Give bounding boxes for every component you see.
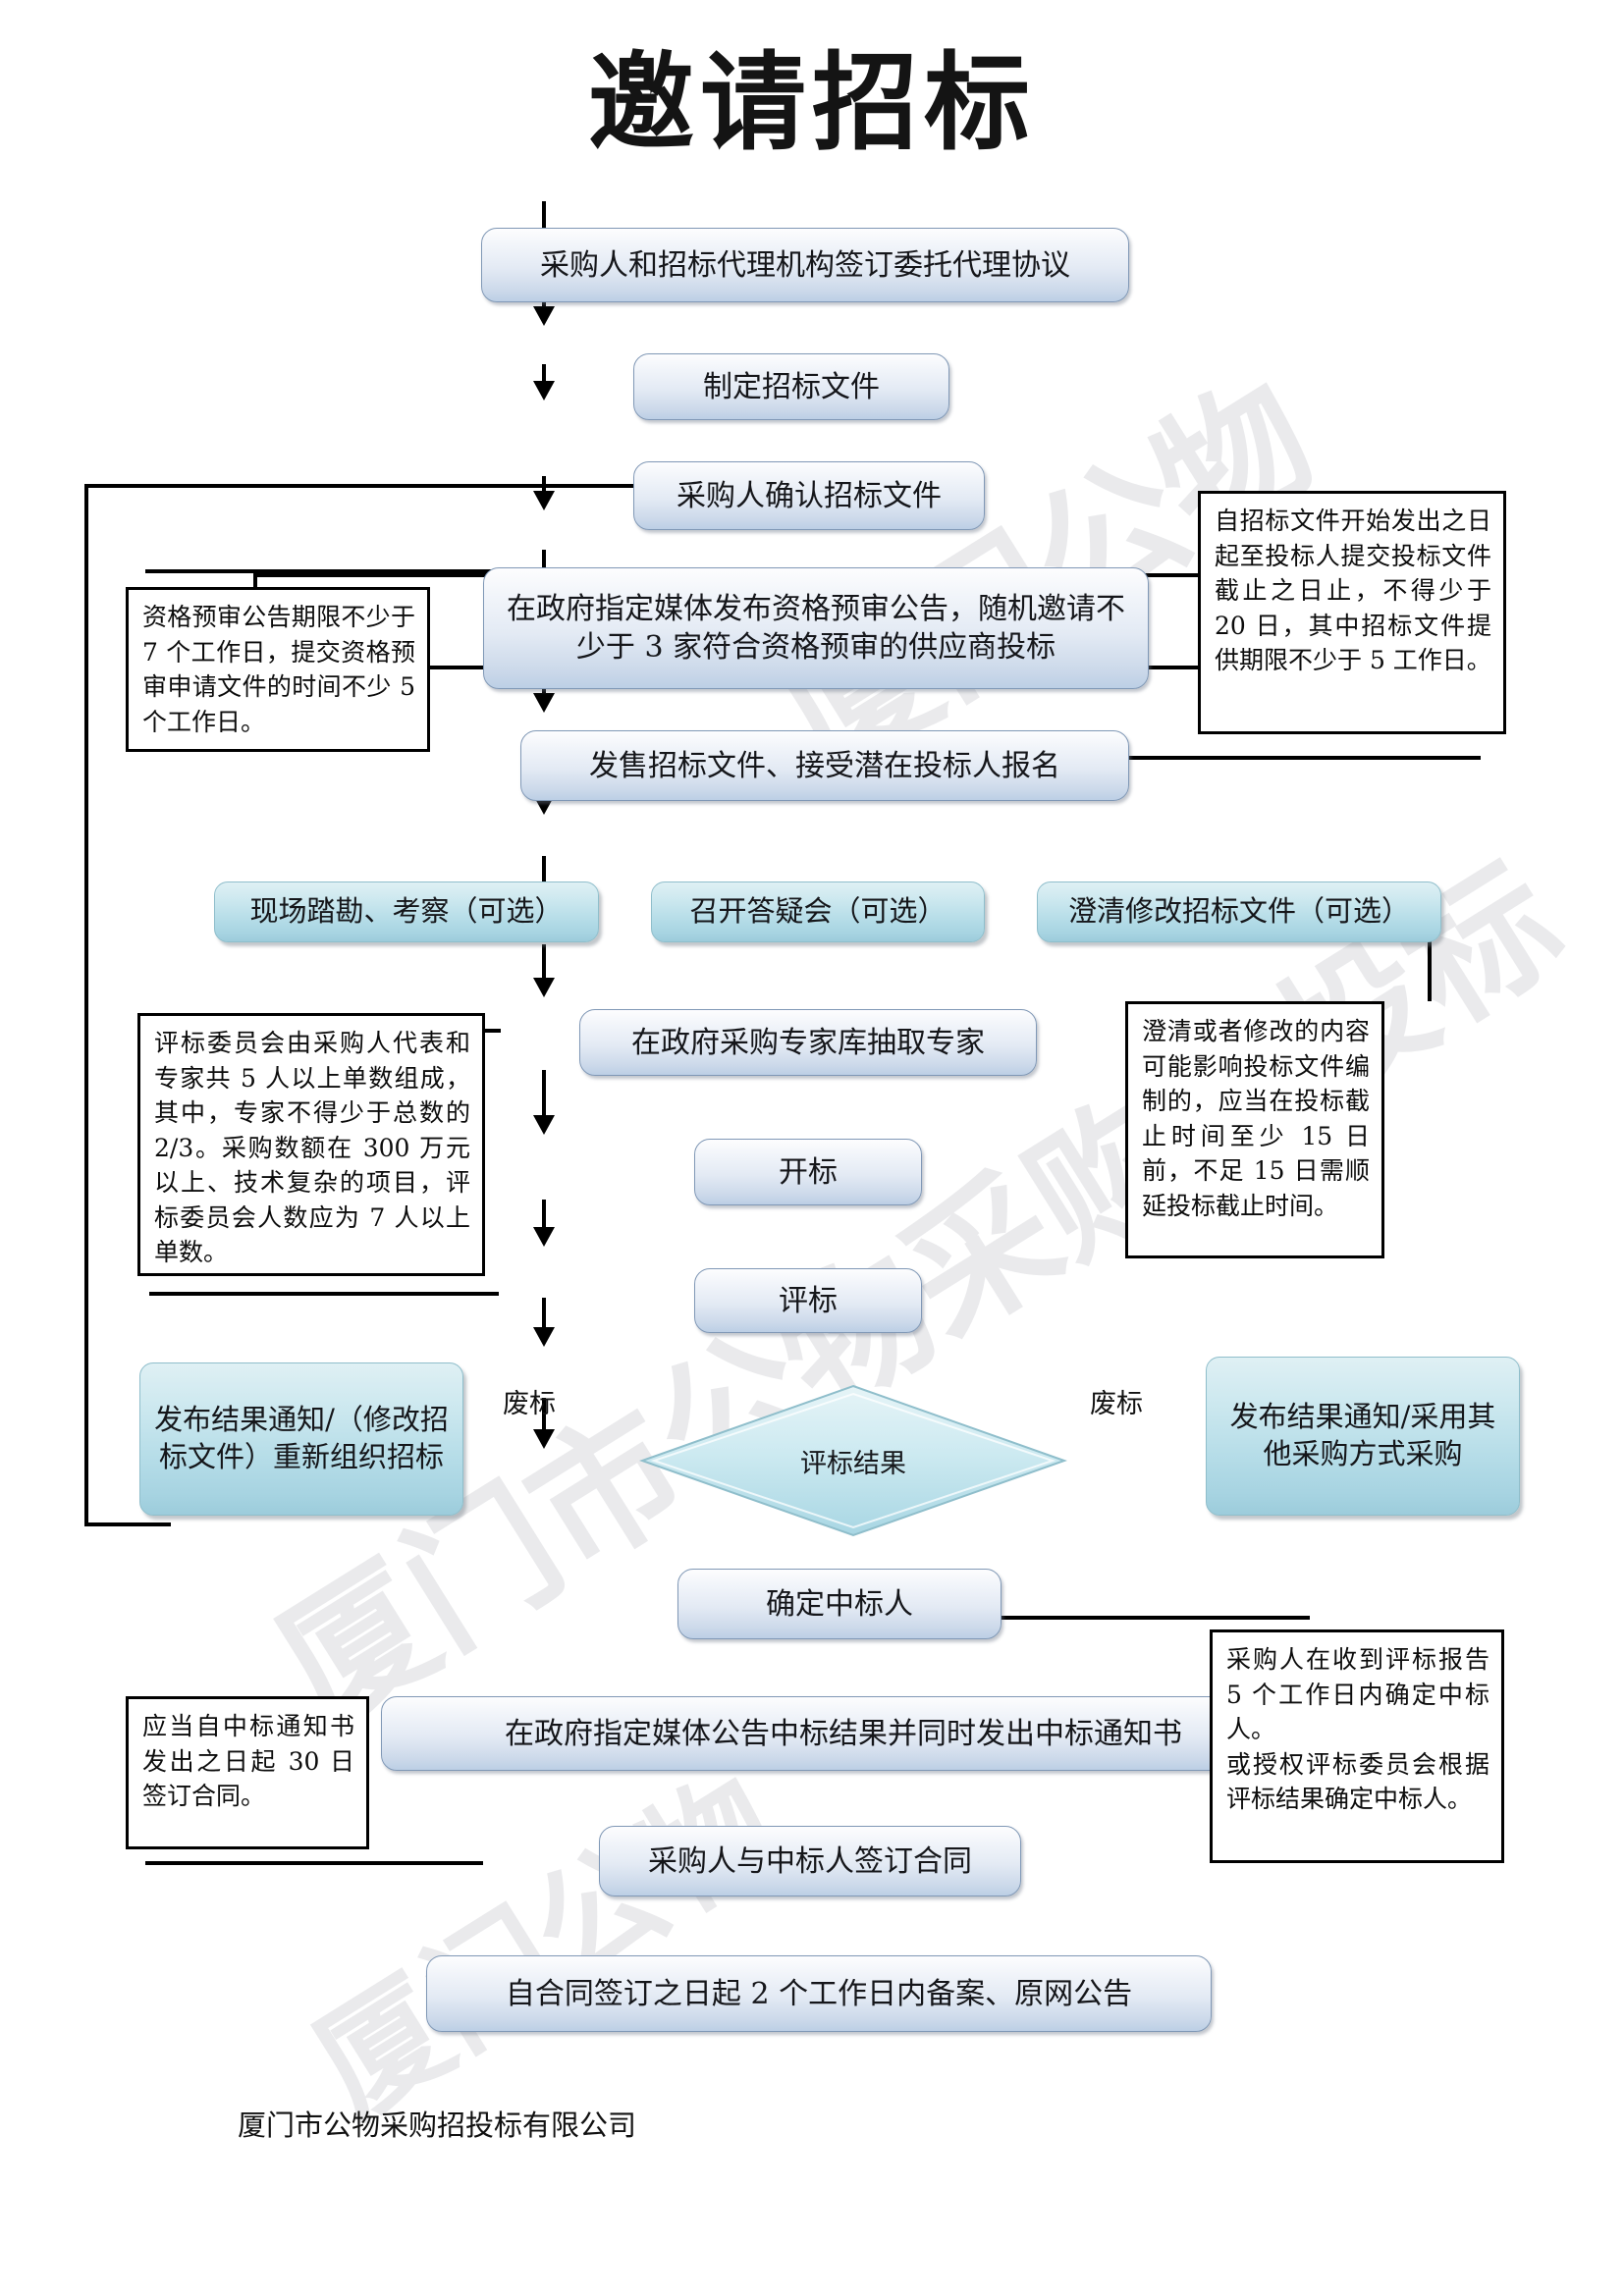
leader-note-clarify (1428, 938, 1432, 1001)
feedback-loop-top (84, 484, 638, 488)
node-reorganize-tender[interactable]: 发布结果通知/（修改招标文件）重新组织招标 (139, 1362, 463, 1516)
node-site-survey-optional[interactable]: 现场踏勘、考察（可选） (214, 881, 599, 942)
decision-label: 评标结果 (800, 1448, 906, 1479)
node-label: 采购人确认招标文件 (677, 478, 942, 513)
node-label: 在政府指定媒体公告中标结果并同时发出中标通知书 (505, 1716, 1182, 1751)
note-bidding-period: 自招标文件开始发出之日起至投标人提交投标文件截止之日止，不得少于 20 日，其中… (1198, 491, 1506, 734)
node-label: 自合同签订之日起 2 个工作日内备案、原网公告 (505, 1976, 1133, 2011)
node-label: 制定招标文件 (703, 369, 880, 404)
edge-label-left-reject: 废标 (503, 1389, 556, 1419)
node-label: 发布结果通知/（修改招标文件）重新组织招标 (154, 1403, 449, 1473)
node-label: 评标 (779, 1283, 838, 1318)
arrowhead-n3-n4 (533, 381, 555, 400)
arrowhead-n4-n5 (533, 491, 555, 510)
node-label: 发布结果通知/采用其他采购方式采购 (1229, 1400, 1496, 1470)
arrowhead-n14-n15 (533, 1429, 555, 1449)
arrowhead-decision-n12 (533, 1115, 555, 1135)
node-sign-contract[interactable]: 采购人与中标人签订合同 (599, 1826, 1021, 1896)
node-sell-docs-register[interactable]: 发售招标文件、接受潜在投标人报名 (520, 730, 1129, 801)
node-draw-experts[interactable]: 在政府采购专家库抽取专家 (579, 1009, 1037, 1076)
feedback-loop-vertical (84, 484, 88, 1526)
node-qa-meeting-optional[interactable]: 召开答疑会（可选） (651, 881, 985, 942)
note-clarification-deadline: 澄清或者修改的内容可能影响投标文件编制的，应当在投标截止时间至少 15 日前，不… (1125, 1001, 1384, 1258)
page-title: 邀请招标 (587, 42, 1036, 165)
connector-n12-n13 (542, 1200, 546, 1235)
node-label: 开标 (779, 1154, 838, 1190)
node-label: 确定中标人 (766, 1586, 913, 1622)
connector-n9-decision (542, 944, 546, 988)
company-footer: 厦门市公物采购招投标有限公司 (238, 2109, 637, 2142)
connector-n13-n14 (542, 1298, 546, 1335)
node-prepare-bid-docs[interactable]: 制定招标文件 (633, 353, 949, 420)
node-bid-evaluation[interactable]: 评标 (694, 1268, 922, 1333)
node-sign-agency-agreement[interactable]: 采购人和招标代理机构签订委托代理协议 (481, 228, 1129, 302)
node-label: 在政府指定媒体发布资格预审公告，随机邀请不少于 3 家符合资格预审的供应商投标 (507, 592, 1125, 665)
node-label: 召开答疑会（可选） (689, 894, 947, 929)
node-label: 澄清修改招标文件（可选） (1067, 894, 1410, 929)
node-determine-winner[interactable]: 确定中标人 (677, 1569, 1001, 1639)
arrowhead-n2-n3 (533, 306, 555, 326)
node-file-record-publish[interactable]: 自合同签订之日起 2 个工作日内备案、原网公告 (426, 1955, 1212, 2032)
feedback-loop-bottom (84, 1522, 171, 1526)
node-label: 现场踏勘、考察（可选） (249, 894, 564, 929)
node-other-procurement-method[interactable]: 发布结果通知/采用其他采购方式采购 (1206, 1357, 1520, 1516)
node-bid-opening[interactable]: 开标 (694, 1139, 922, 1205)
decision-evaluation-result[interactable]: 评标结果 (638, 1382, 1068, 1539)
connector-n3-n3b (542, 364, 546, 390)
node-buyer-confirm-docs[interactable]: 采购人确认招标文件 (633, 461, 985, 530)
arrowhead-merge-n7 (533, 693, 555, 713)
node-label: 采购人与中标人签订合同 (648, 1843, 972, 1879)
arrowhead-n13-n14 (533, 1327, 555, 1347)
node-label: 在政府采购专家库抽取专家 (631, 1025, 985, 1060)
note-contract-30-days: 应当自中标通知书发出之日起 30 日签订合同。 (126, 1696, 369, 1849)
node-label: 发售招标文件、接受潜在投标人报名 (589, 748, 1060, 783)
diamond-shape (638, 1384, 1068, 1537)
note-evaluation-committee: 评标委员会由采购人代表和专家共 5 人以上单数组成，其中，专家不得少于总数的 2… (137, 1013, 485, 1276)
node-publish-prequal-notice[interactable]: 在政府指定媒体发布资格预审公告，随机邀请不少于 3 家符合资格预审的供应商投标 (483, 567, 1149, 689)
edge-label-right-reject: 废标 (1090, 1389, 1143, 1419)
node-label: 采购人和招标代理机构签订委托代理协议 (540, 247, 1070, 283)
node-clarify-amend-docs-optional[interactable]: 澄清修改招标文件（可选） (1037, 881, 1441, 942)
connector-n1-n2 (542, 201, 546, 237)
leader-note-committee (149, 1292, 499, 1296)
connector-n8-n9 (542, 856, 546, 891)
arrowhead-n12-n13 (533, 1227, 555, 1247)
note-award-5-days: 采购人在收到评标报告 5 个工作日内确定中标人。 或授权评标委员会根据评标结果确… (1210, 1629, 1504, 1863)
leader-note-prequal (145, 569, 497, 573)
connector-n14-n15 (542, 1398, 546, 1437)
connector-decision-n12 (542, 1070, 546, 1125)
note-prequalification-period: 资格预审公告期限不少于 7 个工作日，提交资格预审申请文件的时间不少 5 个工作… (126, 587, 430, 752)
leader-note-award5 (986, 1616, 1310, 1620)
arrowhead-n9-decision (533, 978, 555, 997)
leader-note-bidperiod (1127, 756, 1481, 760)
leader-note-contract30 (145, 1861, 483, 1865)
connector-n5-bus (542, 550, 546, 575)
node-announce-result[interactable]: 在政府指定媒体公告中标结果并同时发出中标通知书 (381, 1696, 1306, 1771)
